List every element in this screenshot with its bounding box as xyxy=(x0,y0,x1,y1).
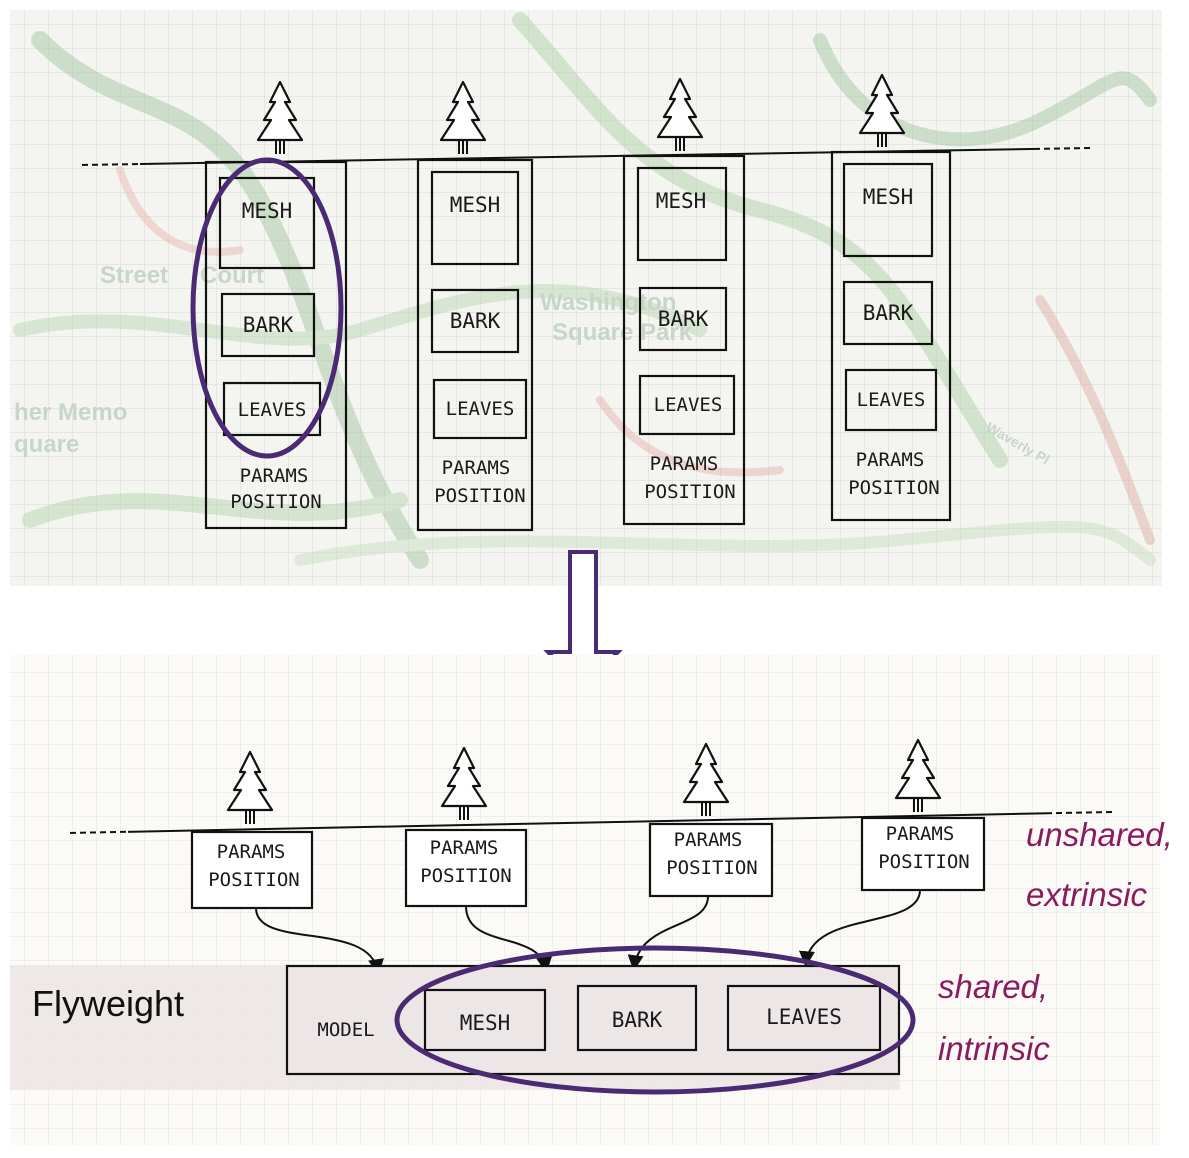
bark-label: BARK xyxy=(612,1008,663,1032)
leaves-box xyxy=(432,378,528,440)
model-box: MODEL MESH BARK LEAVES xyxy=(285,964,901,1076)
map-label: Washington xyxy=(540,289,676,316)
params-label: PARAMS xyxy=(240,465,309,487)
mesh-label: MESH xyxy=(460,1011,511,1035)
instance-box: PARAMS POSITION xyxy=(404,828,528,908)
mesh-box xyxy=(218,176,316,270)
bark-box xyxy=(842,280,934,346)
top-panel: Street Court Washington Square Park her … xyxy=(10,10,1162,586)
bark-label: BARK xyxy=(658,307,709,331)
position-label: POSITION xyxy=(208,869,300,891)
params-label: PARAMS xyxy=(430,837,499,859)
leaves-label: LEAVES xyxy=(446,398,515,420)
bark-label: BARK xyxy=(863,301,914,325)
map-label: her Memo xyxy=(14,399,127,426)
extrinsic-annotation: extrinsic xyxy=(1026,876,1148,913)
mesh-box xyxy=(423,988,547,1052)
instance-box: PARAMS POSITION xyxy=(190,830,314,910)
flyweight-title: Flyweight xyxy=(32,983,184,1024)
map-label: Street xyxy=(100,262,168,289)
leaves-box xyxy=(844,368,938,432)
mesh-label: MESH xyxy=(242,199,293,223)
tree-object: MESH BARK LEAVES PARAMS POSITION xyxy=(830,150,952,522)
position-label: POSITION xyxy=(230,491,322,513)
mesh-box xyxy=(430,170,520,266)
leaves-box xyxy=(638,374,736,436)
object-frame xyxy=(416,158,534,532)
bark-label: BARK xyxy=(450,309,501,333)
highlight-ellipse xyxy=(394,945,916,1095)
position-label: POSITION xyxy=(848,477,940,499)
reference-arrows xyxy=(255,889,921,976)
leaves-label: LEAVES xyxy=(766,1005,842,1029)
instance-box: PARAMS POSITION xyxy=(648,822,774,898)
params-label: PARAMS xyxy=(217,841,286,863)
highlight-ellipse xyxy=(190,157,344,459)
mesh-box xyxy=(842,162,934,258)
leaves-label: LEAVES xyxy=(238,399,307,421)
bark-box xyxy=(430,288,520,354)
instance-box: PARAMS POSITION xyxy=(860,816,986,892)
position-label: POSITION xyxy=(666,857,758,879)
ground-line xyxy=(67,811,1113,834)
bark-box xyxy=(576,984,698,1052)
model-label: MODEL xyxy=(317,1019,374,1041)
position-label: POSITION xyxy=(644,481,736,503)
mesh-label: MESH xyxy=(450,193,501,217)
params-label: PARAMS xyxy=(442,457,511,479)
position-label: POSITION xyxy=(878,851,970,873)
mesh-label: MESH xyxy=(863,185,914,209)
bottom-panel: Flyweight PARAMS POSITION PARAMS POSITIO… xyxy=(10,655,1173,1145)
shared-annotation: shared, xyxy=(938,968,1048,1005)
params-label: PARAMS xyxy=(886,823,955,845)
params-label: PARAMS xyxy=(674,829,743,851)
tree-object: MESH BARK LEAVES PARAMS POSITION xyxy=(622,154,746,526)
mesh-box xyxy=(636,166,728,262)
unshared-annotation: unshared, xyxy=(1026,816,1173,853)
params-label: PARAMS xyxy=(650,453,719,475)
object-frame xyxy=(622,154,746,526)
position-label: POSITION xyxy=(434,485,526,507)
bark-label: BARK xyxy=(243,313,294,337)
object-frame xyxy=(830,150,952,522)
leaves-label: LEAVES xyxy=(654,394,723,416)
position-label: POSITION xyxy=(420,865,512,887)
leaves-label: LEAVES xyxy=(857,389,926,411)
map-label: quare xyxy=(14,431,79,458)
mesh-label: MESH xyxy=(656,189,707,213)
map-label: Court xyxy=(200,262,264,289)
params-label: PARAMS xyxy=(856,449,925,471)
leaves-box xyxy=(726,984,882,1052)
map-label: Square Park xyxy=(552,319,693,346)
bark-box xyxy=(220,292,316,358)
intrinsic-annotation: intrinsic xyxy=(938,1030,1050,1067)
bark-box xyxy=(638,286,728,352)
tree-object: MESH BARK LEAVES PARAMS POSITION xyxy=(416,158,534,532)
